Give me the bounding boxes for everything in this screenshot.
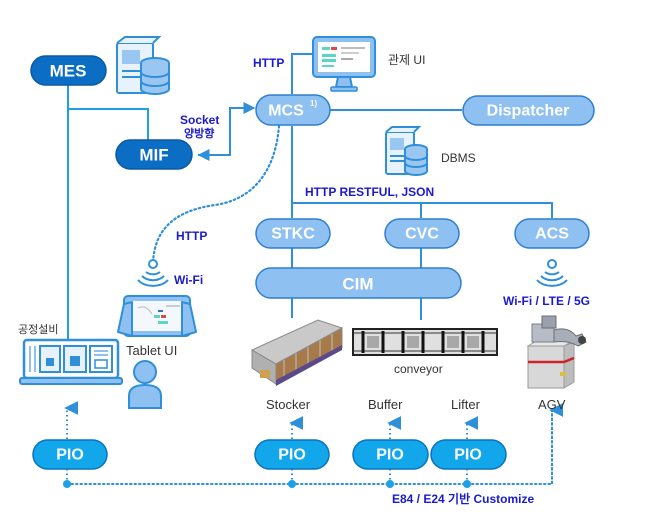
pio-label: PIO [454, 447, 482, 464]
wifi-tablet-label: Wi-Fi [174, 273, 203, 287]
http-tablet-label: HTTP [176, 229, 207, 243]
buffer-label: Buffer [368, 397, 403, 412]
machine-icon [19, 338, 123, 385]
stkc-node[interactable]: STKC [255, 218, 331, 249]
pio-label: PIO [278, 447, 306, 464]
process-equipment-label: 공정설비 [18, 323, 58, 336]
acs-label: ACS [535, 226, 569, 243]
http-monitor-label: HTTP [253, 56, 284, 70]
bus-junction-dot [463, 480, 471, 488]
mcs-label: MCS [268, 103, 304, 120]
wifi-lte-5g-label: Wi-Fi / LTE / 5G [503, 294, 590, 308]
tablet-ui-label: Tablet UI [126, 343, 177, 358]
mif-node[interactable]: MIF [115, 139, 193, 170]
acs-node[interactable]: ACS [514, 218, 590, 249]
lifter-label: Lifter [451, 397, 481, 412]
agv-robot-image [526, 315, 587, 389]
e84-e24-customize-label: E84 / E24 기반 Customize [392, 491, 534, 506]
control-ui-label: 관제 UI [388, 53, 425, 67]
mif-label: MIF [139, 146, 168, 165]
mcs-node[interactable]: MCS 1) [255, 94, 331, 126]
mcs-to-monitor-line [291, 53, 312, 94]
mes-server-database-icon [116, 36, 170, 95]
cvc-node[interactable]: CVC [384, 218, 460, 249]
monitor-icon [312, 36, 376, 92]
pio-label: PIO [376, 447, 404, 464]
bus-junction-dot [288, 480, 296, 488]
cvc-label: CVC [405, 226, 439, 243]
socket-label: Socket [180, 113, 219, 127]
pio-node-equipment[interactable]: PIO [32, 439, 108, 470]
cim-node[interactable]: CIM [255, 267, 462, 299]
user-icon [128, 360, 162, 409]
stocker-image [250, 319, 344, 386]
bus-junction-dot [386, 480, 394, 488]
pio-node-buffer[interactable]: PIO [352, 439, 429, 470]
tablet-hands-icon [117, 295, 197, 337]
mes-label: MES [50, 62, 87, 81]
stocker-label: Stocker [266, 397, 311, 412]
mcs-superscript: 1) [310, 99, 317, 108]
pio-node-stocker[interactable]: PIO [254, 439, 330, 470]
bus-junction-dot [63, 480, 71, 488]
http-restful-label: HTTP RESTFUL, JSON [305, 185, 434, 199]
wifi-icon [137, 259, 169, 287]
agv-label: AGV [538, 397, 566, 412]
restful-bus-line [292, 202, 553, 218]
dispatcher-node[interactable]: Dispatcher [462, 95, 595, 126]
cim-label: CIM [342, 275, 373, 294]
pio-node-lifter[interactable]: PIO [430, 439, 507, 470]
mes-node[interactable]: MES [30, 55, 107, 86]
dispatcher-label: Dispatcher [487, 103, 570, 120]
conveyor-image [352, 328, 498, 356]
dbms-server-database-icon [385, 126, 428, 176]
conveyor-label: conveyor [394, 362, 443, 376]
wifi-icon [536, 259, 568, 287]
pio-label: PIO [56, 447, 84, 464]
dbms-label: DBMS [441, 151, 476, 165]
mcs-tablet-http-dotted-line [151, 124, 281, 264]
socket-bidirectional-label: 양방향 [184, 126, 214, 140]
stkc-label: STKC [271, 226, 315, 243]
mes-to-mif-line [68, 108, 149, 140]
